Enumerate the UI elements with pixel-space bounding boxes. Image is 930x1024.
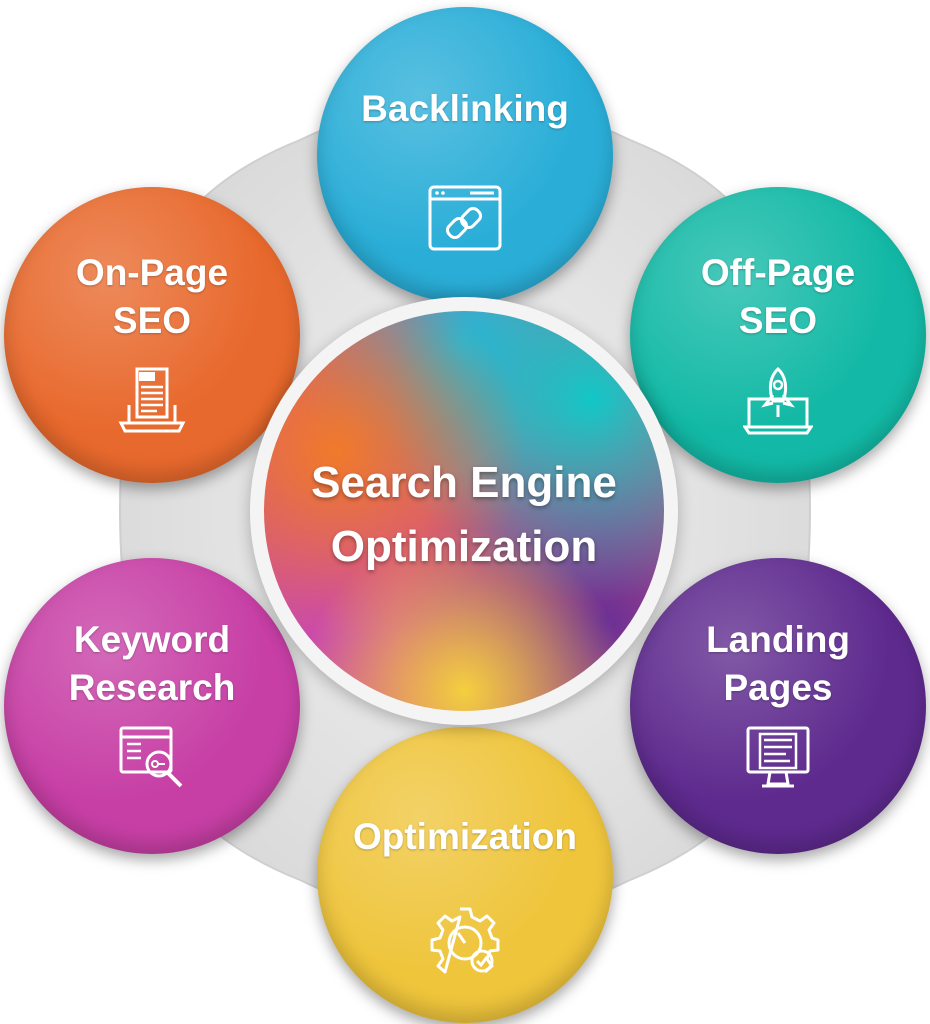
node-landing-pages-label: Landing Pages (706, 619, 850, 708)
node-optimization-label: Optimization (352, 816, 578, 857)
monitor-page-icon (746, 726, 810, 788)
node-optimization: Optimization (317, 727, 613, 1023)
node-on-page-seo: On-Page SEO (4, 187, 300, 483)
center-circle: Search Engine Optimization (264, 311, 664, 711)
browser-link-icon (428, 185, 502, 251)
node-off-page-seo-label: Off-Page SEO (700, 252, 856, 341)
laptop-seo-document-icon (118, 367, 186, 433)
node-backlinking: Backlinking (317, 7, 613, 303)
laptop-rocket-icon (743, 366, 813, 435)
node-keyword-research: Keyword Research (4, 558, 300, 854)
gear-gauge-icon (430, 907, 500, 974)
node-landing-pages: Landing Pages (630, 558, 926, 854)
node-keyword-research-label: Keyword Research (68, 619, 236, 708)
node-on-page-seo-label: On-Page SEO (75, 252, 229, 341)
center-title: Search Engine Optimization (311, 458, 617, 571)
node-backlinking-label: Backlinking (361, 88, 569, 129)
node-off-page-seo: Off-Page SEO (630, 187, 926, 483)
browser-key-search-icon (119, 726, 183, 788)
